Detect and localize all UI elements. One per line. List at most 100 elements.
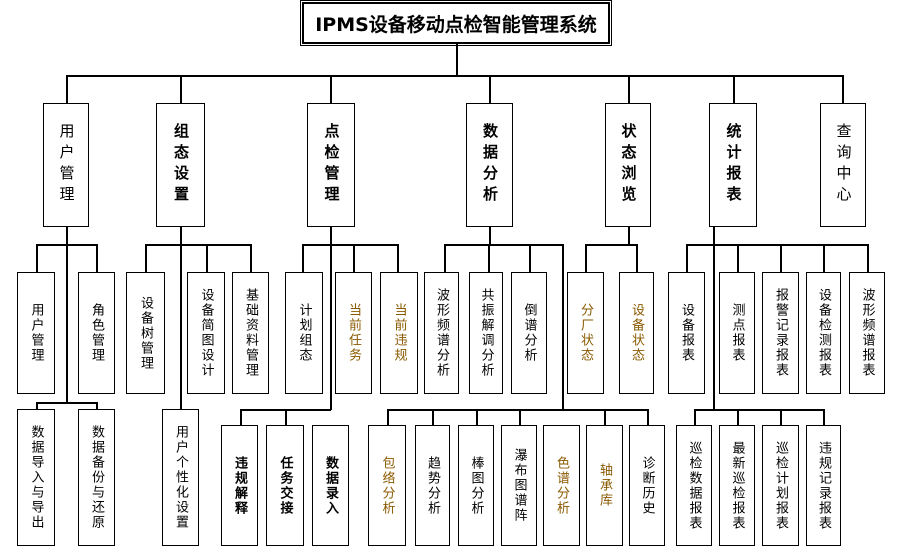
node-label: 设备树管理 (138, 295, 153, 371)
node-waveform-spectrum: 波形频谱分析 (424, 272, 459, 394)
node-label: 当前任务 (346, 303, 361, 363)
node-data-analysis: 数据分析 (466, 103, 513, 227)
node-query-center: 查询中心 (820, 103, 866, 227)
connector (529, 244, 531, 272)
node-cepstrum: 倒谱分析 (511, 272, 547, 394)
connector (647, 409, 649, 425)
node-label: 角色管理 (89, 303, 104, 363)
node-envelope-analysis: 包络分析 (368, 425, 406, 546)
connector (713, 226, 715, 409)
connector (432, 409, 434, 425)
diagram-title: IPMS设备移动点检智能管理系统 (302, 2, 610, 44)
node-role-management: 角色管理 (78, 272, 115, 394)
node-label: 包络分析 (379, 455, 395, 516)
node-label: 基础资料管理 (243, 288, 258, 378)
connector (489, 226, 491, 244)
connector (444, 244, 446, 272)
node-branch-status: 分厂状态 (567, 272, 604, 394)
node-label: 数据分析 (481, 123, 499, 207)
connector (686, 244, 868, 246)
connector (585, 244, 587, 272)
node-current-task: 当前任务 (335, 272, 372, 394)
node-label: 设备简图设计 (198, 288, 214, 378)
node-label: 色谱分析 (554, 455, 569, 516)
node-data-entry: 数据录入 (312, 425, 349, 546)
node-label: 棒图分析 (468, 455, 484, 516)
node-color-spectrum: 色谱分析 (543, 425, 580, 546)
node-waveform-report: 波形频谱报表 (849, 272, 885, 394)
node-label: 报警记录报表 (773, 288, 788, 378)
connector (780, 409, 782, 425)
connector (519, 409, 521, 425)
connector (36, 402, 38, 409)
node-label: 设备检测报表 (816, 288, 831, 378)
node-label: 趋势分析 (425, 455, 440, 516)
connector (488, 244, 490, 272)
node-label: 数据录入 (323, 455, 338, 516)
connector (636, 244, 638, 272)
node-configuration: 组态设置 (156, 103, 205, 227)
connector (604, 409, 606, 425)
connector (476, 409, 478, 425)
node-bar-chart-analysis: 棒图分析 (458, 425, 494, 546)
connector (96, 402, 98, 409)
node-diagnosis-history: 诊断历史 (629, 425, 665, 546)
connector (823, 409, 825, 425)
connector (302, 244, 304, 272)
node-trend-analysis: 趋势分析 (415, 425, 450, 546)
connector (387, 409, 389, 425)
connector (180, 75, 182, 103)
node-bearing-library: 轴承库 (586, 425, 623, 546)
node-basic-data: 基础资料管理 (232, 272, 269, 394)
node-data-backup-restore: 数据备份与还原 (78, 409, 115, 546)
connector (842, 75, 844, 103)
connector (302, 244, 398, 246)
node-device-report: 设备报表 (668, 272, 705, 394)
node-label: 用户管理 (57, 123, 76, 207)
connector (737, 244, 739, 272)
node-label: 诊断历史 (639, 455, 655, 516)
node-current-violation: 当前违规 (380, 272, 418, 394)
node-inspection-plan-report: 巡检计划报表 (762, 425, 799, 546)
node-statistics-reports: 统计报表 (709, 103, 757, 227)
connector (585, 244, 637, 246)
node-label: 组态设置 (172, 123, 190, 207)
connector (250, 244, 252, 272)
connector (145, 244, 251, 246)
connector (694, 409, 824, 411)
connector (96, 244, 98, 272)
connector (628, 226, 630, 244)
connector (686, 244, 688, 272)
connector (66, 75, 842, 77)
node-label: 统计报表 (724, 123, 743, 207)
connector (180, 226, 182, 409)
connector (694, 409, 696, 425)
node-label: 轴承库 (597, 463, 612, 508)
connector (330, 75, 332, 103)
connector (823, 244, 825, 272)
node-label: 用户个性化设置 (173, 425, 188, 530)
node-label: 任务交接 (277, 455, 293, 516)
connector (36, 244, 38, 272)
node-resonance-demod: 共振解调分析 (469, 272, 503, 394)
node-label: 计划组态 (296, 303, 312, 363)
connector (780, 244, 782, 272)
connector (867, 244, 869, 272)
node-label: 点检管理 (322, 123, 341, 207)
node-status-browse: 状态浏览 (605, 103, 651, 227)
connector (562, 244, 564, 409)
node-label: 设备状态 (629, 303, 644, 363)
node-device-diagram: 设备简图设计 (187, 272, 225, 394)
node-label: 数据备份与还原 (89, 425, 104, 530)
connector (36, 402, 97, 404)
connector (330, 226, 332, 410)
connector (489, 75, 491, 103)
node-label: 波形频谱报表 (859, 288, 875, 378)
node-label: 巡检数据报表 (686, 440, 702, 531)
node-latest-inspection-report: 最新巡检报表 (719, 425, 755, 546)
node-data-import-export: 数据导入与导出 (17, 409, 55, 546)
node-point-report: 测点报表 (719, 272, 755, 394)
node-label: 最新巡检报表 (729, 440, 745, 531)
node-label: 用户管理 (28, 303, 44, 363)
